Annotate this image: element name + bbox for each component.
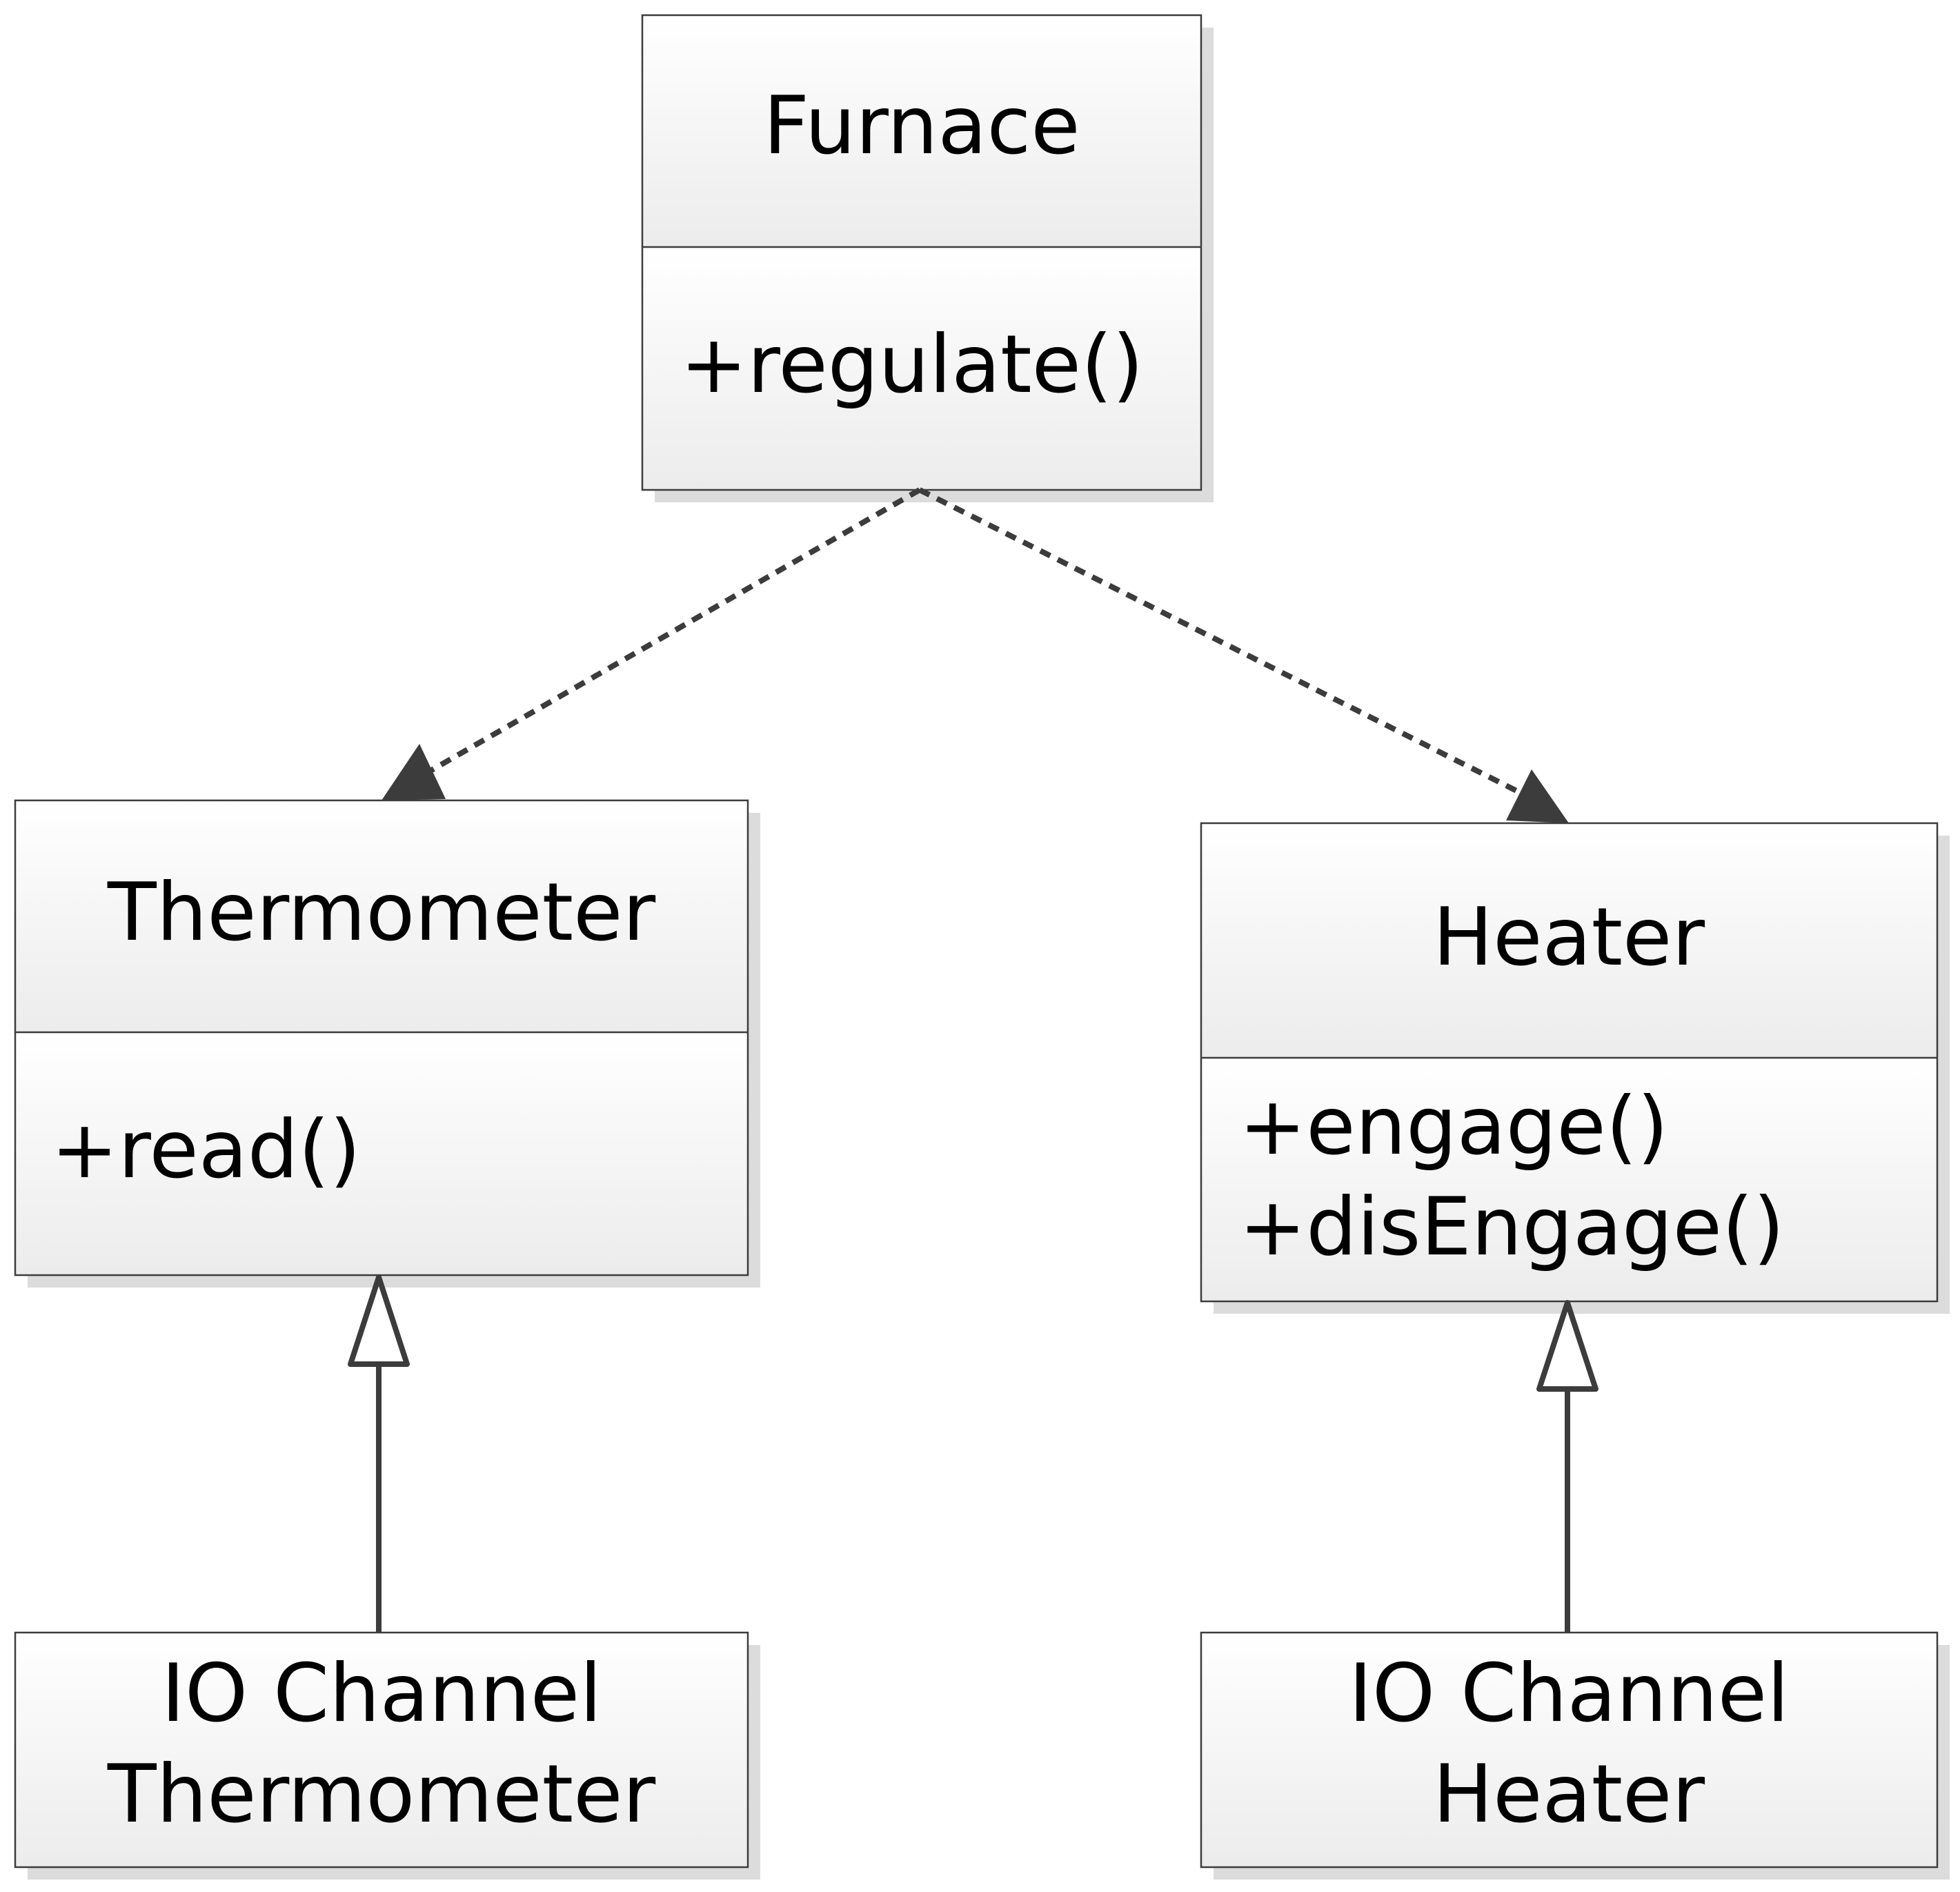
class-heater-name-compartment bbox=[1201, 823, 1937, 1058]
class-furnace-operation-regulate: +regulate() bbox=[680, 318, 1144, 411]
dependency-line-furnace-thermometer bbox=[419, 487, 921, 779]
class-heater-operations-compartment bbox=[1201, 1058, 1937, 1301]
dependency-arrowhead-heater bbox=[1506, 769, 1569, 823]
class-heater-name: Heater bbox=[1433, 891, 1705, 984]
class-thermometer-operation-read: +read() bbox=[51, 1103, 361, 1196]
generalization-io-heater-to-heater[interactable] bbox=[1536, 1300, 1598, 1633]
class-io-heater-name-line-2: Heater bbox=[1433, 1748, 1705, 1841]
class-io-thermometer-name-line-2: Thermometer bbox=[107, 1748, 656, 1841]
class-furnace-operations-compartment bbox=[642, 247, 1201, 490]
class-heater-operation-disengage: +disEngage() bbox=[1239, 1181, 1785, 1274]
class-thermometer[interactable]: Thermometer +read() bbox=[14, 799, 760, 1288]
class-heater-operation-engage: +engage() bbox=[1239, 1080, 1668, 1173]
generalization-triangle-thermometer bbox=[348, 1274, 410, 1367]
dependency-arrowhead-thermometer bbox=[382, 744, 446, 800]
class-furnace[interactable]: Furnace +regulate() bbox=[641, 14, 1214, 502]
class-io-thermometer-name-line-1: IO Channel bbox=[161, 1647, 602, 1740]
class-io-heater-box bbox=[1200, 1631, 1939, 1869]
class-thermometer-operations-compartment bbox=[15, 1032, 748, 1275]
class-heater[interactable]: Heater +engage() +disEngage() bbox=[1200, 822, 1950, 1314]
class-io-channel-heater[interactable]: IO Channel Heater bbox=[1200, 1631, 1950, 1880]
class-furnace-name: Furnace bbox=[763, 79, 1080, 173]
generalization-triangle-heater bbox=[1536, 1300, 1598, 1392]
class-furnace-name-compartment bbox=[642, 15, 1201, 247]
dependency-line-furnace-heater bbox=[918, 487, 1526, 798]
class-io-channel-thermometer[interactable]: IO Channel Thermometer bbox=[14, 1631, 760, 1880]
class-io-thermometer-box bbox=[14, 1631, 749, 1869]
dependency-furnace-to-heater[interactable] bbox=[918, 487, 1569, 823]
generalization-io-thermometer-to-thermometer[interactable] bbox=[348, 1274, 410, 1633]
dependency-furnace-to-thermometer[interactable] bbox=[382, 487, 921, 800]
class-thermometer-name: Thermometer bbox=[107, 866, 656, 959]
class-thermometer-name-compartment bbox=[15, 800, 748, 1032]
class-io-heater-name-line-1: IO Channel bbox=[1349, 1647, 1790, 1740]
